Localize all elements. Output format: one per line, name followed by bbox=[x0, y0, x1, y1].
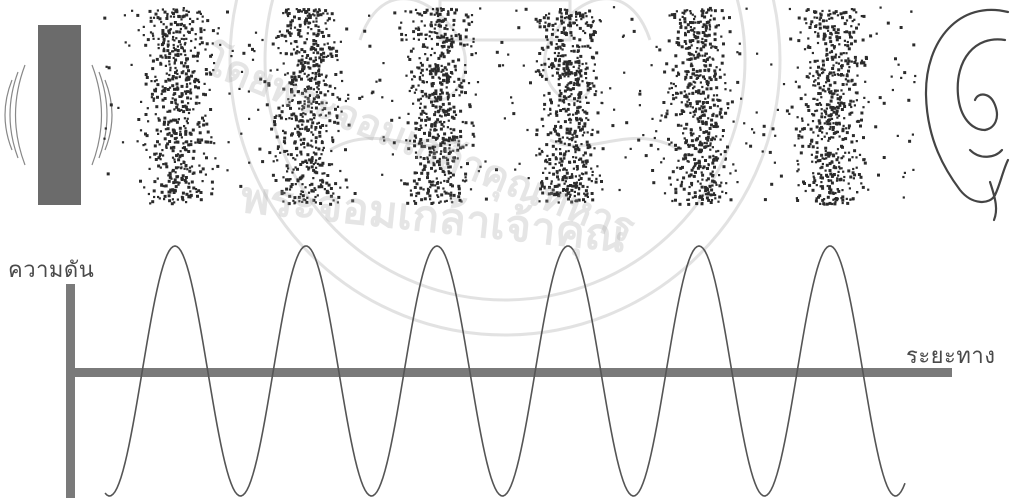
pressure-axis-label: ความดัน bbox=[8, 258, 95, 283]
vibration-left-icon bbox=[4, 64, 26, 166]
pressure-axis bbox=[66, 284, 75, 498]
vibration-right-icon bbox=[91, 64, 113, 166]
pressure-wave bbox=[104, 245, 906, 497]
ear-icon bbox=[924, 8, 1010, 222]
air-particles bbox=[103, 6, 917, 206]
distance-axis-label: ระยะทาง bbox=[906, 344, 996, 369]
distance-axis bbox=[70, 368, 952, 377]
sound-source bbox=[38, 25, 81, 205]
watermark-seal bbox=[228, 0, 782, 337]
